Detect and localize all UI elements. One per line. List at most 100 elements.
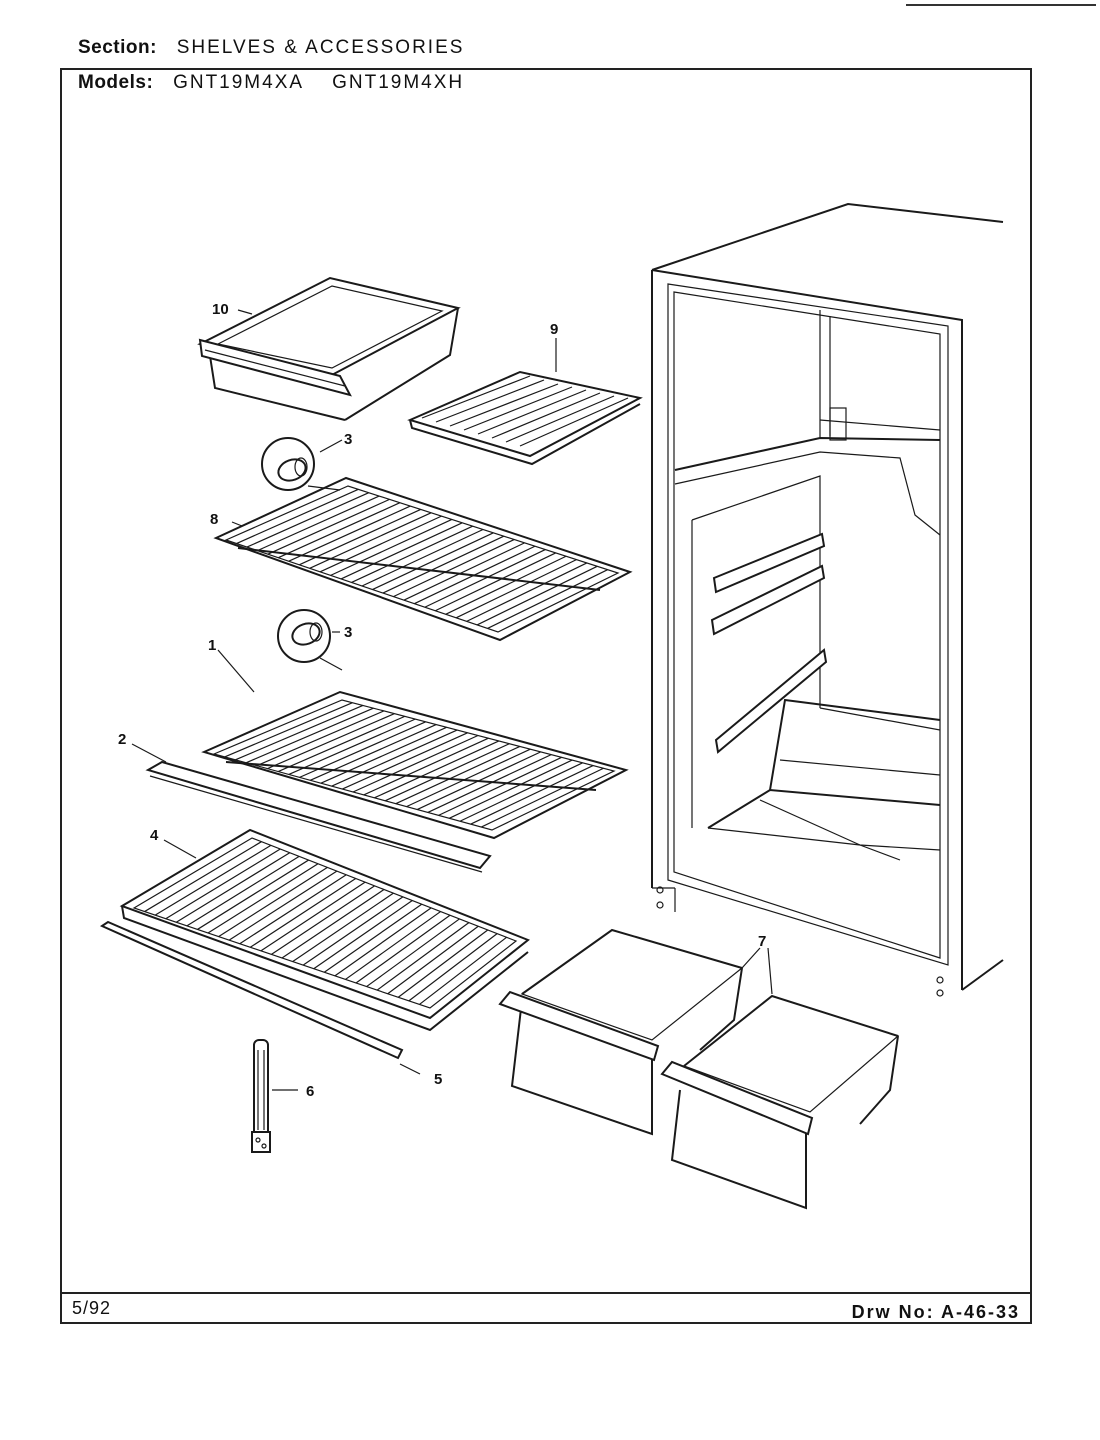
callout-4: 4 (150, 827, 159, 844)
shelf-wire (298, 508, 421, 566)
refrigerator-cabinet (651, 202, 1004, 997)
shelf-slat (239, 874, 347, 945)
leader-lines (131, 309, 773, 1091)
shelf-wire (403, 542, 525, 601)
shelf-slat (313, 900, 413, 970)
shelf-wire (361, 528, 484, 587)
shelf-slat (419, 936, 507, 1005)
shelf-wire (267, 713, 395, 770)
part-6-handle-rod (251, 1039, 271, 1153)
shelf-slat (302, 896, 404, 966)
shelf-wire (406, 748, 531, 808)
shelf-slat (228, 870, 338, 941)
shelf-slat (292, 892, 394, 963)
shelf-slat (397, 929, 489, 998)
shelf-wire (245, 707, 374, 764)
part-8-wire-shelf (213, 476, 633, 642)
part-7-crisper-drawers (498, 928, 900, 1210)
drawing-frame (60, 68, 1032, 1324)
shelf-slat (355, 914, 451, 984)
footer-rule (60, 1292, 1032, 1294)
models-value: GNT19M4XA GNT19M4XH (173, 72, 465, 93)
shelf-wire (372, 532, 494, 591)
shelf-wire (363, 737, 489, 796)
shelf-slat (207, 863, 319, 934)
shelf-wire (438, 756, 562, 816)
shelf-wire (320, 726, 447, 784)
callout-3-upper: 3 (344, 431, 352, 448)
shelf-slat (281, 889, 385, 959)
shelf-wire (278, 502, 401, 559)
corner-mark (906, 4, 1096, 6)
drawing-date: 5/92 (72, 1298, 112, 1318)
shelf-slat (260, 881, 366, 952)
shelf-wire (434, 552, 556, 612)
shelf-wire (288, 505, 411, 562)
shelf-slat (186, 855, 300, 927)
shelf-wire (374, 740, 500, 799)
shelf-slat (144, 841, 262, 913)
part-2-shelf-trim (145, 760, 492, 873)
part-3-shelf-clip-upper (261, 437, 341, 491)
callout-10: 10 (212, 301, 229, 318)
callout-3-lower: 3 (344, 624, 352, 641)
part-3-shelf-clip-lower (277, 609, 343, 671)
shelf-wire (257, 495, 380, 552)
drawing-number: Drw No: A-46-33 (851, 1302, 1020, 1322)
shelf-slat (154, 844, 272, 916)
shelf-wire (288, 718, 416, 776)
shelf-wire (448, 759, 573, 819)
shelf-wire (342, 732, 468, 790)
shelf-wire (487, 569, 608, 630)
shelf-wire (224, 702, 353, 758)
section-value: SHELVES & ACCESSORIES (176, 37, 465, 58)
shelf-slat (334, 907, 432, 977)
callout-7: 7 (758, 933, 766, 950)
shelf-wire (481, 767, 604, 828)
shelf-wire (470, 764, 594, 825)
shelf-wire (384, 743, 510, 802)
shelf-slat (197, 859, 309, 930)
part-5-rod (99, 920, 404, 1060)
shelf-wire (382, 535, 505, 594)
shelf-slat (249, 877, 357, 948)
shelf-wire (267, 498, 390, 555)
shelf-wire (309, 724, 437, 781)
shelf-slat (271, 885, 375, 955)
models-heading: Models: GNT19M4XA GNT19M4XH (78, 72, 464, 94)
callout-5: 5 (434, 1071, 442, 1088)
shelf-slat (175, 852, 291, 923)
shelf-slat (323, 903, 423, 973)
shelf-wire (466, 562, 588, 622)
shelf-wire (246, 492, 370, 548)
models-label: Models: (78, 72, 154, 93)
shelf-wire (330, 518, 453, 576)
shelf-wire (427, 754, 552, 814)
shelf-wire (277, 715, 406, 773)
shelf-slat (366, 918, 460, 988)
shelf-wire (476, 565, 598, 626)
shelf-wire (256, 710, 385, 767)
shelf-slat (218, 866, 328, 938)
shelf-wire (340, 522, 463, 580)
part-9-freezer-shelf (407, 370, 643, 466)
shelf-wire (351, 525, 473, 584)
shelf-wire (309, 512, 432, 569)
part-10-freezer-tray (197, 276, 461, 421)
shelf-wire (424, 549, 546, 608)
shelf-wire (331, 729, 458, 787)
shelf-wire (299, 721, 426, 778)
callout-9: 9 (550, 321, 558, 338)
shelf-wire (445, 555, 567, 615)
shelf-slat (408, 933, 498, 1002)
callout-6: 6 (306, 1083, 314, 1100)
shelf-slat (387, 925, 479, 995)
shelf-slat (165, 848, 281, 920)
callout-2: 2 (118, 731, 126, 748)
shelf-slat (376, 922, 470, 991)
callout-8: 8 (210, 511, 218, 528)
shelf-wire (455, 559, 577, 619)
shelf-wire (393, 538, 515, 598)
shelf-wire (319, 515, 442, 573)
